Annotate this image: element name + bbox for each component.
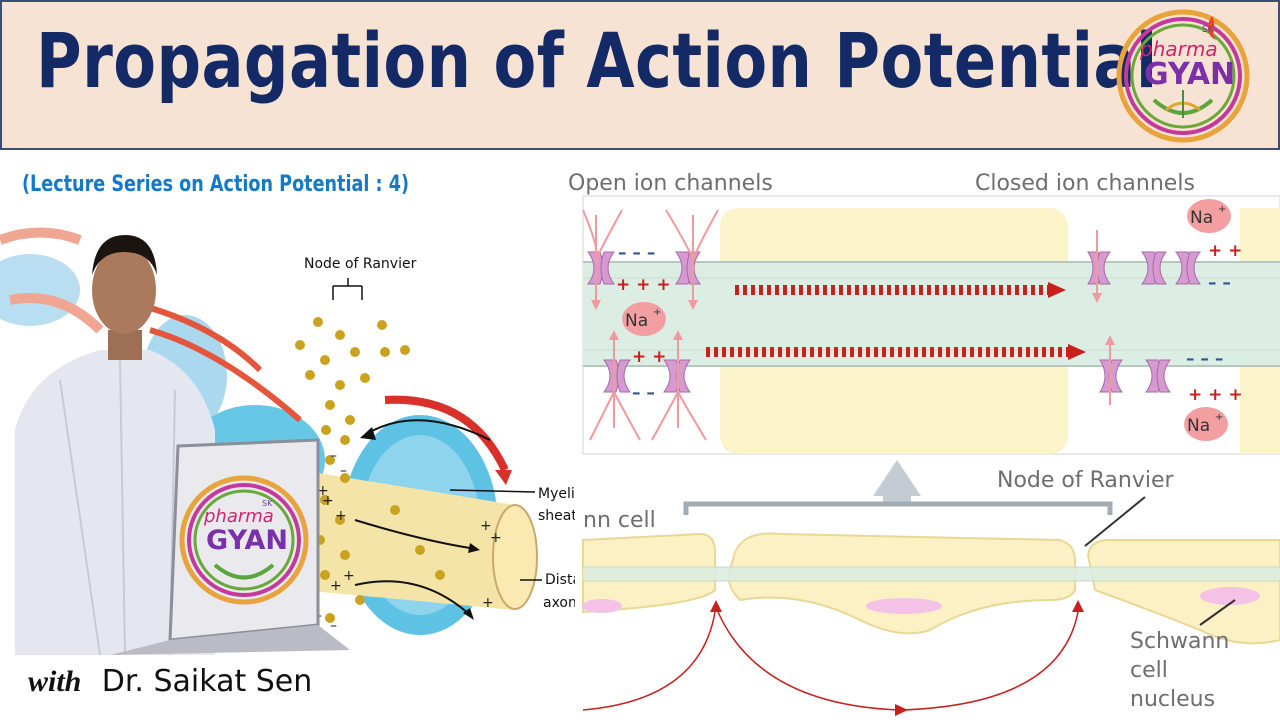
sodium-ion-dots — [295, 317, 445, 623]
ion-flow-arrows — [582, 209, 1111, 441]
charge-minus-c: – – — [1208, 273, 1231, 293]
logo-top-text: pharma — [1139, 37, 1218, 61]
open-ion-channels-label: Open ion channels — [568, 171, 773, 196]
na-ion-3-charge: + — [1215, 412, 1223, 423]
na-ion-1-label: Na — [1190, 208, 1213, 228]
myelin-label-line1: Myelin — [538, 486, 575, 502]
presenter-prefix: with — [28, 665, 82, 698]
logo-sub-text: SK — [1202, 25, 1215, 35]
lecture-series-subtitle: (Lecture Series on Action Potential : 4) — [22, 172, 409, 197]
charge-plus-b: + + — [632, 347, 666, 367]
myelinated-axon-art — [300, 415, 538, 635]
svg-text:+: + — [480, 518, 492, 534]
presenter-scene: +++ +++ ++– ––– Node of Ranvier Myelin s… — [0, 227, 575, 655]
laptop-logo-top-text: pharma — [203, 506, 274, 527]
svg-text:+: + — [317, 483, 329, 499]
presenter-image — [15, 235, 215, 655]
svg-text:+: + — [482, 595, 494, 611]
laptop-image: SK pharma GYAN — [110, 438, 350, 655]
right-node-of-ranvier-label: Node of Ranvier — [997, 468, 1175, 493]
charge-plus-c: + + — [1208, 241, 1242, 261]
title-banner: Propagation of Action Potential SK pharm… — [0, 0, 1280, 150]
na-ion-2-label: Na — [625, 311, 648, 331]
myelin-label-line2: sheath — [538, 508, 575, 524]
na-ion-2: Na + — [622, 302, 666, 336]
charge-minus-b: – – — [632, 383, 655, 403]
pharma-gyan-logo: SK pharma GYAN — [1116, 9, 1250, 143]
schwann-nucleus-label-line3: nucleus — [1130, 687, 1215, 712]
schwann-nucleus-label-line2: cell — [1130, 658, 1168, 683]
laptop-logo-main-text: GYAN — [206, 525, 288, 556]
presenter-name: Dr. Saikat Sen — [101, 664, 313, 699]
logo-main-text: GYAN — [1144, 57, 1235, 92]
laptop-logo-sub-text: SK — [262, 499, 273, 508]
page-title: Propagation of Action Potential — [36, 16, 1158, 105]
svg-text:+: + — [335, 508, 347, 524]
left-node-of-ranvier-label: Node of Ranvier — [304, 256, 417, 272]
schwann-cell-label: nn cell — [583, 508, 656, 533]
svg-text:+: + — [322, 493, 334, 509]
current-arrow-top — [735, 282, 1066, 298]
presenter-caption: with Dr. Saikat Sen — [28, 664, 312, 699]
distal-label-line1: Distal — [545, 572, 575, 588]
current-arrow-bottom — [706, 344, 1086, 360]
svg-text:–: – — [340, 463, 347, 479]
svg-text:+: + — [490, 530, 502, 546]
svg-text:–: – — [330, 448, 337, 464]
charge-minus-a: – – – — [618, 243, 655, 263]
na-ion-1: Na + — [1187, 199, 1231, 233]
saltatory-conduction-diagram: Open ion channels Closed ion channels — [568, 171, 1280, 720]
na-ion-2-charge: + — [653, 307, 661, 318]
svg-text:–: – — [330, 618, 337, 634]
charge-plus-a: + + + — [616, 275, 671, 295]
distal-label-line2: axon — [543, 595, 575, 611]
schwann-nucleus-label-line1: Schwann — [1130, 629, 1229, 654]
na-ion-1-charge: + — [1218, 204, 1226, 215]
svg-text:+: + — [343, 568, 355, 584]
saltatory-conduction-arrows — [582, 600, 1084, 716]
na-ion-3: Na + — [1184, 407, 1228, 441]
charge-plus-d: + + + — [1188, 385, 1243, 405]
closed-ion-channels-label: Closed ion channels — [975, 171, 1195, 196]
na-ion-3-label: Na — [1187, 416, 1210, 436]
charge-minus-d: – – – — [1186, 349, 1223, 369]
svg-text:+: + — [330, 578, 342, 594]
ion-flow-arrowheads — [591, 293, 1115, 345]
